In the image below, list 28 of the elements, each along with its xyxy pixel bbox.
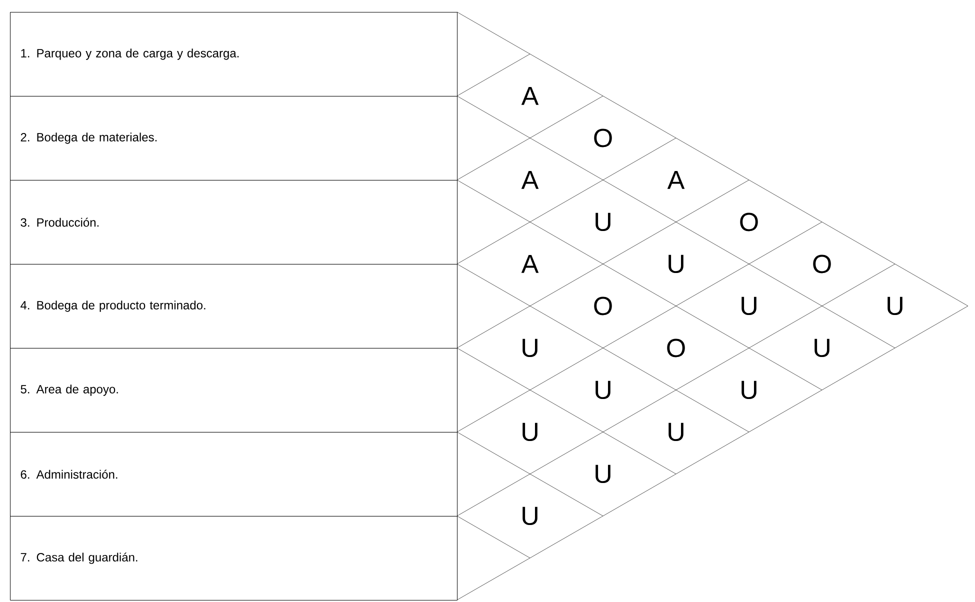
relationship-letter: U xyxy=(742,380,756,400)
relationship-letter: U xyxy=(668,422,684,442)
relationship-letter: U xyxy=(596,464,610,484)
relationship-letter: O xyxy=(740,212,758,232)
relationship-letter: O xyxy=(813,254,831,274)
relationship-letter: U xyxy=(596,212,610,232)
relationship-letter: O xyxy=(594,296,612,316)
relationship-letter: U xyxy=(522,338,538,358)
relationship-letter: A xyxy=(667,171,685,189)
relationship-letter: A xyxy=(521,87,539,105)
activity-row: 4. Bodega de producto terminado. xyxy=(10,264,458,348)
activity-row: 2. Bodega de materiales. xyxy=(10,96,458,180)
relationship-letter: O xyxy=(594,128,612,148)
relationship-letter: A xyxy=(521,255,539,273)
relationship-letter: U xyxy=(742,296,756,316)
relationship-letter: U xyxy=(814,338,830,358)
activity-row: 1. Parqueo y zona de carga y descarga. xyxy=(10,12,458,96)
activity-row: 5. Area de apoyo. xyxy=(10,348,458,432)
relationship-letter: U xyxy=(888,296,902,316)
relationship-letter: U xyxy=(596,380,610,400)
relationship-letter: U xyxy=(522,506,538,526)
relationship-letter: A xyxy=(521,171,539,189)
activity-row: 3. Producción. xyxy=(10,180,458,264)
activity-row: 7. Casa del guardián. xyxy=(10,516,458,600)
relationship-letter: U xyxy=(522,422,538,442)
relationship-letter: U xyxy=(668,254,684,274)
relationship-letter: O xyxy=(667,338,685,358)
activity-row: 6. Administración. xyxy=(10,432,458,516)
